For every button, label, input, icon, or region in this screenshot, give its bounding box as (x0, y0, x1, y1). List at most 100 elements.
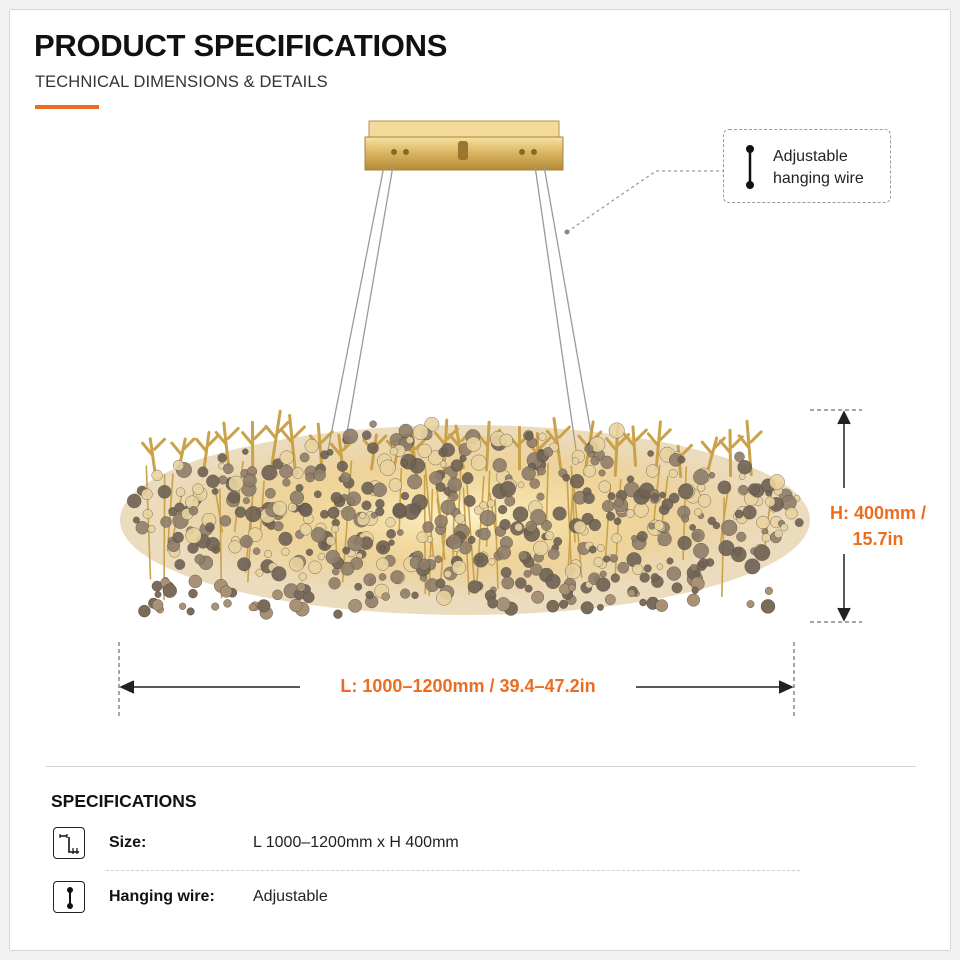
crystal-bead (678, 483, 694, 500)
crystal-bead (643, 564, 652, 573)
crystal-bead (523, 569, 532, 578)
branch-stem (462, 487, 470, 595)
crystal-bead (603, 555, 611, 563)
crystal-bead (517, 481, 525, 489)
crystal-bead (271, 566, 287, 582)
crystal-drop (597, 604, 604, 611)
crystal-bead (416, 531, 429, 544)
crystal-bead (311, 527, 327, 543)
crystal-bead (279, 450, 294, 465)
crystal-bead (237, 557, 252, 572)
crystal-bead (588, 545, 597, 554)
crystal-bead (478, 527, 491, 541)
crystal-bead (708, 472, 716, 479)
crystal-bead (443, 570, 452, 579)
branch-stem (494, 498, 499, 589)
crystal-bead (765, 496, 776, 508)
crystal-bead (234, 506, 247, 518)
crystal-bead (454, 513, 465, 524)
spec-card: PRODUCT SPECIFICATIONS TECHNICAL DIMENSI… (9, 9, 951, 951)
crystal-bead (650, 493, 660, 504)
crystal-bead (693, 469, 709, 485)
spec-row-hanging-wire: Hanging wire: Adjustable (53, 881, 801, 917)
crystal-bead (573, 520, 587, 534)
crystal-bead (228, 475, 244, 492)
crystal-drop (746, 600, 755, 608)
crystal-bead (589, 436, 606, 453)
crystal-drop (764, 586, 773, 595)
crystal-bead (328, 577, 341, 590)
crystal-bead (501, 576, 515, 590)
crystal-bead (281, 547, 290, 556)
crystal-bead (461, 472, 474, 485)
crystal-bead (308, 560, 322, 574)
branch-ornament (141, 437, 167, 474)
crystal-bead (320, 509, 329, 519)
crystal-bead (375, 499, 385, 509)
height-label: H: 400mm / 15.7in (829, 503, 927, 549)
crystal-bead (598, 480, 611, 493)
crystal-bead (369, 420, 377, 428)
crystal-bead (342, 428, 359, 444)
crystal-bead (331, 525, 339, 533)
crystal-drop (467, 580, 481, 594)
crystal-drop (627, 589, 636, 597)
length-label: L: 1000–1200mm / 39.4–47.2in (301, 673, 635, 699)
crystal-bead (194, 554, 205, 565)
crystal-bead (261, 464, 278, 481)
branch-ornament (280, 413, 306, 472)
crystal-bead (492, 458, 507, 473)
crystal-drop (639, 598, 647, 607)
crystal-bead (677, 455, 686, 464)
crystal-drop (223, 599, 232, 608)
crystal-bead (653, 520, 665, 531)
crystal-drop (154, 591, 162, 598)
crystal-bead (446, 534, 462, 550)
crystal-bead (500, 567, 512, 578)
crystal-bead (693, 542, 709, 559)
crystal-drop (604, 594, 616, 605)
crystal-bead (304, 438, 319, 454)
crystal-bead (659, 491, 666, 499)
crystal-drop (289, 598, 303, 613)
callout-text: Adjustable hanging wire (773, 148, 864, 187)
crystal-bead (385, 517, 396, 528)
crystal-bead (378, 573, 387, 581)
hanging-wire-callout: Adjustable hanging wire (723, 129, 891, 203)
crystal-bead (363, 573, 377, 587)
crystal-bead (717, 480, 732, 495)
crystal-bead (593, 557, 604, 567)
crystal-bead (794, 518, 804, 527)
crystal-bead (362, 430, 372, 440)
size-icon (53, 827, 85, 859)
crystal-bead (327, 506, 340, 519)
section-divider (46, 766, 916, 767)
spec-label: Hanging wire: (109, 888, 215, 905)
crystal-bead (440, 442, 455, 457)
crystal-bead (524, 431, 534, 441)
branch-ornament (241, 420, 267, 469)
crystal-bead (305, 548, 314, 556)
crystal-bead (376, 557, 390, 571)
crystal-bead (521, 466, 536, 481)
page-subtitle: TECHNICAL DIMENSIONS & DETAILS (35, 73, 328, 91)
crystal-bead (264, 550, 273, 558)
crystal-bead (325, 536, 336, 546)
crystal-bead (272, 458, 284, 470)
crystal-drop (188, 574, 203, 589)
crystal-bead (533, 540, 549, 556)
crystal-bead (553, 537, 563, 546)
crystal-bead (370, 511, 378, 519)
crystal-bead (564, 563, 581, 580)
crystal-bead (211, 487, 219, 495)
crystal-bead (342, 546, 351, 555)
branch-ornament (622, 425, 648, 467)
crystal-bead (157, 484, 172, 499)
branch-ornament (700, 436, 726, 472)
crystal-drop (302, 591, 315, 604)
crystal-bead (569, 474, 585, 489)
branch-stem (145, 465, 152, 580)
crystal-bead (668, 469, 678, 478)
crystal-drop (487, 597, 499, 609)
crystal-drop (691, 586, 699, 594)
